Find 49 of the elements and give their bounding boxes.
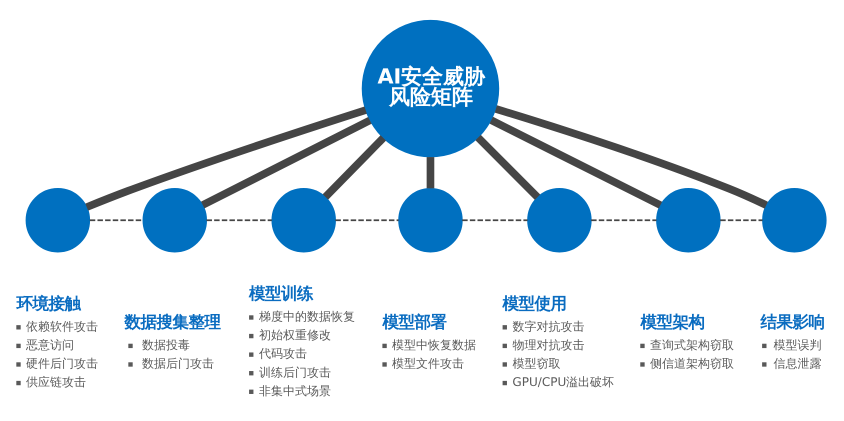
- node-label: 非集中式场景: [258, 383, 331, 398]
- connector: [201, 116, 372, 208]
- node-label: 数据后门攻击: [142, 356, 214, 370]
- node-circle: [142, 188, 207, 252]
- node-circle: [26, 188, 90, 252]
- node-circle: [527, 188, 592, 252]
- connector: [720, 218, 762, 221]
- node-label: 结果影响: [760, 312, 824, 331]
- connector: [462, 218, 528, 221]
- node-circle: [398, 188, 463, 252]
- node-label: 代码攻击: [258, 346, 307, 360]
- node-label: 信息泄露: [774, 356, 822, 370]
- node-label: 依赖软件攻击: [26, 318, 98, 333]
- node-label: 侧信道架构窃取: [650, 356, 734, 370]
- node-label: 供应链攻击: [26, 374, 86, 389]
- node-label: 模型使用: [502, 293, 567, 312]
- node-circle: AI安全威胁风险矩阵: [362, 19, 500, 157]
- node-label: 查询式架构窃取: [650, 337, 734, 352]
- connector: [206, 218, 272, 221]
- node-label: 恶意访问: [26, 337, 74, 352]
- node-label: 数字对抗攻击: [512, 318, 584, 333]
- connector: [426, 156, 434, 188]
- node-label: 环境接触: [16, 293, 80, 312]
- node-label: 初始权重修改: [258, 328, 331, 342]
- node-circle: [762, 188, 827, 252]
- connector: [90, 218, 143, 221]
- node-label: 硬件后门攻击: [26, 356, 98, 370]
- node-label: 模型误判: [774, 337, 822, 352]
- connector: [494, 104, 768, 208]
- node-label: GPU/CPU溢出破坏: [512, 374, 614, 389]
- node-label: 梯度中的数据恢复: [258, 309, 355, 324]
- node-label: 模型窃取: [512, 356, 560, 370]
- node-circle: [656, 188, 721, 252]
- connector: [85, 106, 367, 210]
- node-label: 模型中恢复数据: [392, 337, 476, 352]
- node-label: 训练后门攻击: [258, 364, 331, 379]
- node-label: 模型文件攻击: [392, 356, 464, 370]
- connector: [475, 134, 540, 200]
- node-label: 模型训练: [249, 283, 314, 302]
- connector: [490, 116, 662, 208]
- node-label: 模型部署: [382, 312, 446, 331]
- node-label: 数据搜集整理: [124, 312, 220, 331]
- node-label: 物理对抗攻击: [512, 337, 584, 352]
- connector: [591, 218, 656, 221]
- node-label: 数据投毒: [142, 337, 190, 352]
- connector: [335, 218, 399, 221]
- connector: [322, 134, 386, 200]
- node-label: 模型架构: [640, 312, 704, 331]
- node-circle: [271, 188, 336, 252]
